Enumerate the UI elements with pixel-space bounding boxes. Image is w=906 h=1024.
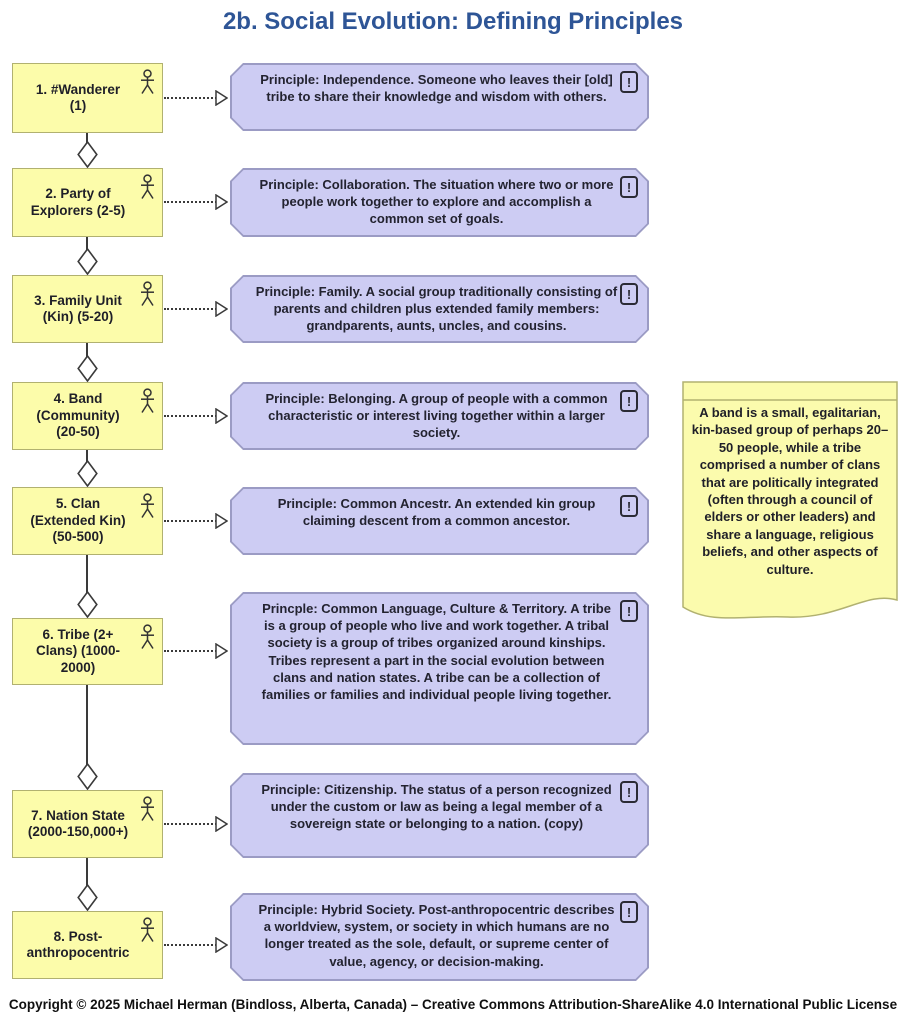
annotation-icon: ! <box>620 495 638 517</box>
principle-text: Principle: Belonging. A group of people … <box>265 390 608 441</box>
actor-label: 4. Band (Community) (20-50) <box>36 391 120 440</box>
principle-node-common-language-culture-territory[interactable]: Princple: Common Language, Culture & Ter… <box>230 592 649 745</box>
open-arrowhead-icon <box>215 90 228 106</box>
dependency-arrow <box>164 408 228 424</box>
actor-icon <box>141 624 154 649</box>
aggregation-diamond-icon <box>77 141 98 168</box>
actor-icon <box>141 388 154 413</box>
actor-icon <box>141 917 154 942</box>
dependency-arrow <box>164 816 228 832</box>
aggregation-diamond-icon <box>77 884 98 911</box>
actor-label: 8. Post- anthropocentric <box>26 928 130 960</box>
aggregation-line <box>86 858 88 886</box>
open-arrowhead-icon <box>215 513 228 529</box>
annotation-icon: ! <box>620 71 638 93</box>
open-arrowhead-icon <box>215 816 228 832</box>
copyright-line: Copyright © 2025 Michael Herman (Bindlos… <box>8 997 898 1012</box>
actor-icon <box>141 281 154 306</box>
principle-text: Principle: Family. A social group tradit… <box>255 283 618 334</box>
aggregation-diamond-icon <box>77 591 98 618</box>
open-arrowhead-icon <box>215 643 228 659</box>
principle-node-common-ancestry[interactable]: Principle: Common Ancestr. An extended k… <box>230 487 649 555</box>
annotation-icon: ! <box>620 600 638 622</box>
actor-icon <box>141 796 154 821</box>
actor-label: 7. Nation State (2000-150,000+) <box>27 807 129 839</box>
annotation-icon: ! <box>620 781 638 803</box>
principle-node-collaboration[interactable]: Principle: Collaboration. The situation … <box>230 168 649 237</box>
actor-label: 5. Clan (Extended Kin) (50-500) <box>30 496 126 545</box>
actor-icon <box>141 493 154 518</box>
open-arrowhead-icon <box>215 194 228 210</box>
dependency-arrow <box>164 90 228 106</box>
actor-node-band[interactable]: 4. Band (Community) (20-50) <box>12 382 163 450</box>
actor-node-nation-state[interactable]: 7. Nation State (2000-150,000+) <box>12 790 163 858</box>
dependency-arrow <box>164 937 228 953</box>
principle-text: Principle: Citizenship. The status of a … <box>261 781 612 832</box>
aggregation-line <box>86 237 88 250</box>
actor-node-wanderer[interactable]: 1. #Wanderer (1) <box>12 63 163 133</box>
aggregation-diamond-icon <box>77 248 98 275</box>
actor-node-post-anthropocentric[interactable]: 8. Post- anthropocentric <box>12 911 163 979</box>
actor-node-family-unit[interactable]: 3. Family Unit (Kin) (5-20) <box>12 275 163 343</box>
actor-icon <box>141 69 154 94</box>
aggregation-line <box>86 450 88 462</box>
dependency-arrow <box>164 301 228 317</box>
aggregation-line <box>86 343 88 357</box>
principle-node-independence[interactable]: Principle: Independence. Someone who lea… <box>230 63 649 131</box>
actor-label: 2. Party of Explorers (2-5) <box>30 186 126 218</box>
principle-node-hybrid-society[interactable]: Principle: Hybrid Society. Post-anthropo… <box>230 893 649 981</box>
principle-node-belonging[interactable]: Principle: Belonging. A group of people … <box>230 382 649 450</box>
actor-node-clan[interactable]: 5. Clan (Extended Kin) (50-500) <box>12 487 163 555</box>
dependency-arrow <box>164 513 228 529</box>
open-arrowhead-icon <box>215 937 228 953</box>
actor-label: 3. Family Unit (Kin) (5-20) <box>34 292 122 324</box>
aggregation-diamond-icon <box>77 355 98 382</box>
aggregation-line <box>86 555 88 593</box>
principle-node-family[interactable]: Principle: Family. A social group tradit… <box>230 275 649 343</box>
note-shape <box>682 381 898 619</box>
aggregation-diamond-icon <box>77 460 98 487</box>
principle-text: Principle: Hybrid Society. Post-anthropo… <box>258 901 615 969</box>
actor-icon <box>141 174 154 199</box>
dependency-arrow <box>164 194 228 210</box>
actor-node-party-of-explorers[interactable]: 2. Party of Explorers (2-5) <box>12 168 163 237</box>
aggregation-line <box>86 685 88 765</box>
open-arrowhead-icon <box>215 408 228 424</box>
principle-text: Principle: Independence. Someone who lea… <box>260 71 613 105</box>
aggregation-line <box>86 133 88 143</box>
diagram-title: 2b. Social Evolution: Defining Principle… <box>222 8 684 35</box>
note-text: A band is a small, egalitarian, kin-base… <box>691 405 889 577</box>
aggregation-diamond-icon <box>77 763 98 790</box>
annotation-icon: ! <box>620 901 638 923</box>
annotation-icon: ! <box>620 390 638 412</box>
principle-node-citizenship[interactable]: Principle: Citizenship. The status of a … <box>230 773 649 858</box>
principle-text: Principle: Common Ancestr. An extended k… <box>277 495 596 529</box>
actor-label: 1. #Wanderer (1) <box>35 81 121 113</box>
principle-text: Princple: Common Language, Culture & Ter… <box>261 600 612 703</box>
note-band-vs-tribe[interactable]: A band is a small, egalitarian, kin-base… <box>682 381 898 631</box>
dependency-arrow <box>164 643 228 659</box>
open-arrowhead-icon <box>215 301 228 317</box>
annotation-icon: ! <box>620 283 638 305</box>
actor-node-tribe[interactable]: 6. Tribe (2+ Clans) (1000- 2000) <box>12 618 163 685</box>
actor-label: 6. Tribe (2+ Clans) (1000- 2000) <box>35 626 121 675</box>
principle-text: Principle: Collaboration. The situation … <box>259 176 614 227</box>
annotation-icon: ! <box>620 176 638 198</box>
